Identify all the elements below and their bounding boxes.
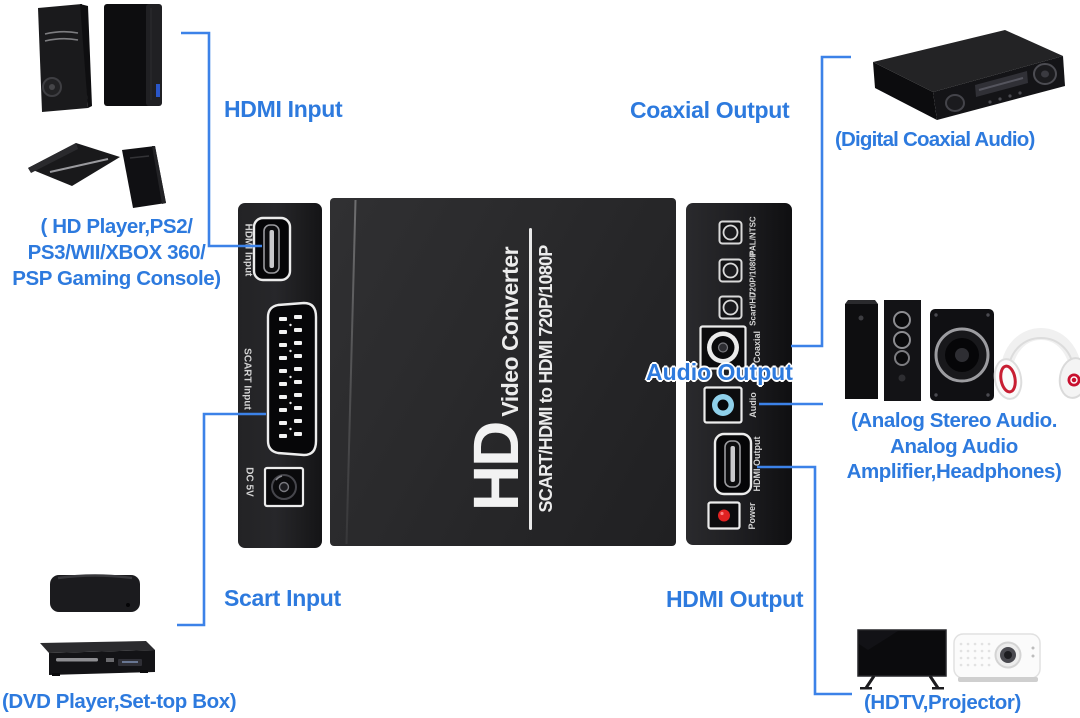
coaxial-output-caption: Coaxial Output — [630, 97, 790, 123]
coaxial-port — [699, 325, 747, 370]
coaxial-receiver-image — [873, 30, 1065, 120]
audio-output-caption: Audio Output — [646, 359, 793, 385]
audio-port — [703, 386, 743, 424]
settop-dvd-image — [40, 574, 155, 676]
scart-input-caption: Scart Input — [224, 585, 341, 611]
hdtv-projector-caption: (HDTV,Projector) — [864, 691, 1021, 714]
speakers-headphones-image — [845, 300, 1080, 401]
720p-1080p-button — [718, 258, 743, 283]
ps2-slim-console — [28, 143, 120, 186]
dvd-player — [40, 641, 155, 653]
hdmi-output-port — [713, 432, 753, 496]
analog-audio-caption: (Analog Stereo Audio. Analog Audio Ampli… — [846, 409, 1062, 483]
power-led — [707, 501, 741, 530]
converter-main-body: HD Video Converter SCART/HDMI to HDMI 72… — [330, 198, 676, 546]
dc-power-jack — [263, 466, 305, 508]
line-scart-input — [177, 412, 266, 627]
hdmi-output-caption: HDMI Output — [666, 586, 804, 612]
scart-input-port — [266, 301, 318, 457]
gaming-consoles-image — [28, 4, 166, 208]
digital-coaxial-caption: (Digital Coaxial Audio) — [835, 128, 1035, 151]
line-coaxial-output — [791, 55, 851, 348]
hdmi-input-caption: HDMI Input — [224, 96, 343, 122]
scart-hd-button — [718, 295, 743, 320]
console-caption: ( HD Player,PS2/ PS3/WII/XBOX 360/ PSP G… — [12, 215, 221, 290]
hdmi-input-port — [252, 216, 292, 282]
pal-ntsc-button — [718, 220, 743, 245]
settop-box — [50, 575, 140, 612]
line-hdmi-input — [181, 31, 262, 248]
dvd-settop-caption: (DVD Player,Set-top Box) — [2, 690, 237, 713]
hdtv-projector-image — [857, 629, 1041, 690]
line-hdmi-output — [757, 465, 852, 696]
